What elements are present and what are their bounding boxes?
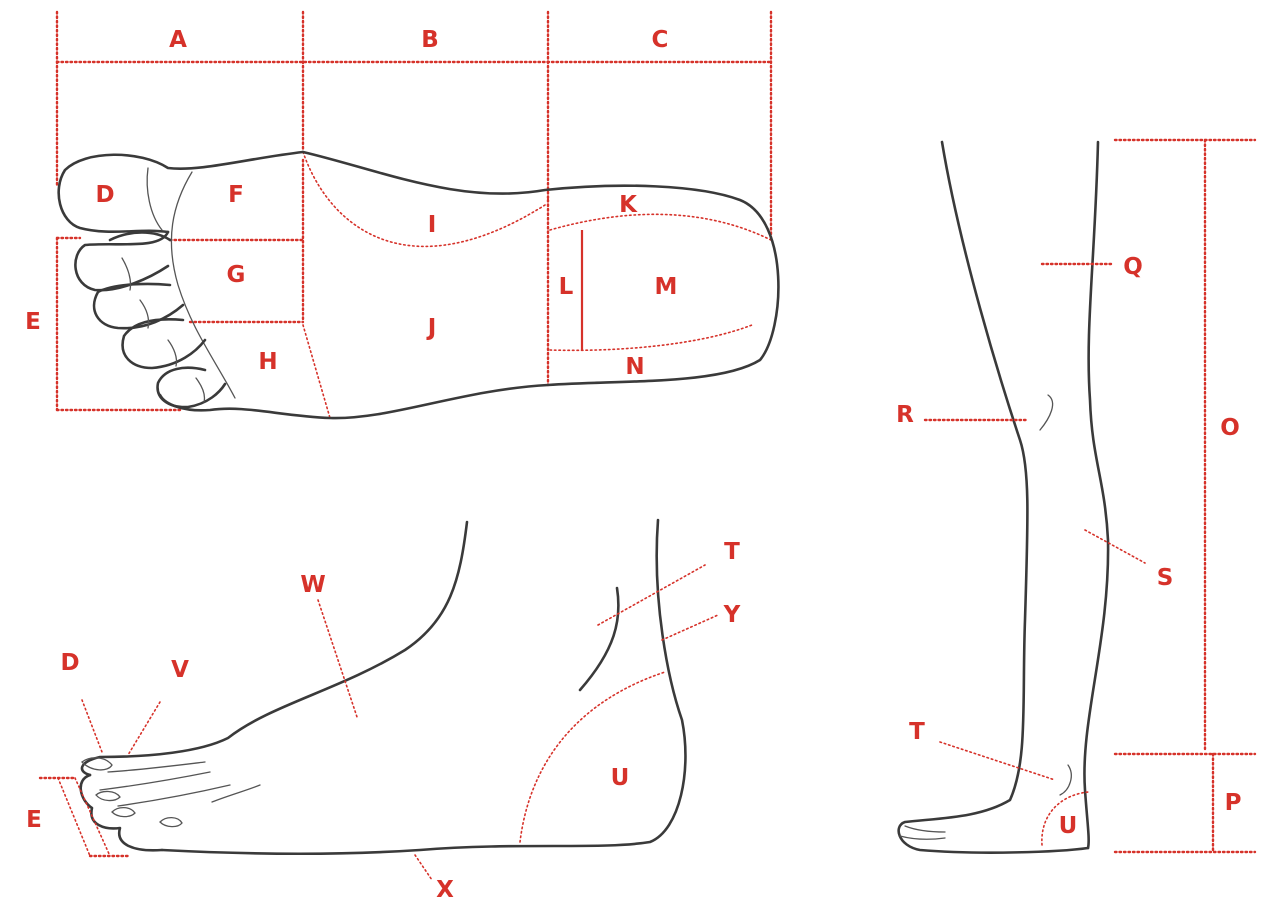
label-r: R (896, 402, 914, 428)
label-i: I (428, 212, 437, 238)
label-l: L (559, 274, 574, 300)
label-m: M (655, 274, 678, 300)
guide-u-curve (520, 672, 665, 842)
label-c: C (652, 27, 669, 53)
toe-4-outline (123, 319, 205, 368)
label-j: J (426, 315, 437, 341)
label-e: E (25, 309, 41, 335)
guide-t-leg-line (940, 742, 1055, 780)
sole-view (57, 12, 778, 418)
label-n: N (625, 354, 644, 380)
guide-v-line (128, 702, 160, 755)
label-q: Q (1123, 254, 1143, 280)
knee-crease (1040, 395, 1053, 430)
label-p: P (1225, 790, 1242, 816)
guide-k-curve (550, 214, 771, 240)
label-a: A (169, 27, 187, 53)
label-v: V (171, 657, 189, 683)
label-d: D (95, 182, 114, 208)
label-b: B (421, 27, 439, 53)
label-u-leg: U (1059, 813, 1078, 839)
guide-arch-curve (303, 152, 545, 246)
toe-5-crease (196, 378, 205, 402)
label-t-side: T (724, 539, 740, 565)
label-x: X (436, 877, 454, 903)
toe-2-outline (75, 232, 168, 290)
guide-w-line (318, 600, 357, 717)
label-k: K (619, 192, 638, 218)
heel-sole-outline (162, 520, 685, 854)
label-e-side: E (26, 807, 42, 833)
label-g: G (227, 262, 246, 288)
side-view (40, 520, 718, 880)
leg-view (899, 140, 1255, 853)
toe-line-crease (171, 172, 235, 398)
leg-toe-line-1 (905, 826, 945, 832)
label-y: Y (723, 602, 741, 628)
ankle-tendon (580, 588, 618, 690)
guide-j-diagonal (303, 325, 330, 418)
leg-back-outline (1084, 142, 1108, 848)
toe-nail-4 (160, 818, 182, 827)
label-u-side: U (611, 765, 630, 791)
label-h: H (258, 349, 277, 375)
guide-n-curve (550, 325, 752, 350)
guide-t-line (598, 565, 705, 625)
guide-s-line (1085, 530, 1145, 563)
guide-x-line (415, 855, 432, 880)
label-f: F (228, 182, 244, 208)
toe-line-1 (108, 762, 205, 772)
big-toe-nail (82, 758, 112, 770)
label-d-side: D (60, 650, 79, 676)
toe-line-3 (118, 785, 230, 806)
guide-d-line (82, 700, 102, 752)
label-t-leg: T (909, 719, 925, 745)
big-toe-crease (147, 168, 162, 230)
guide-y-line (662, 615, 718, 640)
ankle-bone (1060, 765, 1071, 795)
label-o: O (1220, 415, 1240, 441)
leg-toe-line-2 (900, 836, 945, 839)
toes-outline (81, 775, 162, 850)
toe-5-outline (158, 368, 225, 407)
label-s: S (1157, 565, 1174, 591)
guide-e-side-left (58, 778, 90, 856)
leg-front-outline (899, 142, 1088, 853)
label-w: W (300, 572, 325, 598)
labels: A B C D E F G H I J K L M N O P Q R S T … (25, 27, 1241, 903)
toe-nail-2 (96, 791, 120, 800)
toe-nail-3 (112, 808, 135, 817)
sole-outline (160, 152, 778, 418)
toe-line-2 (100, 772, 210, 790)
